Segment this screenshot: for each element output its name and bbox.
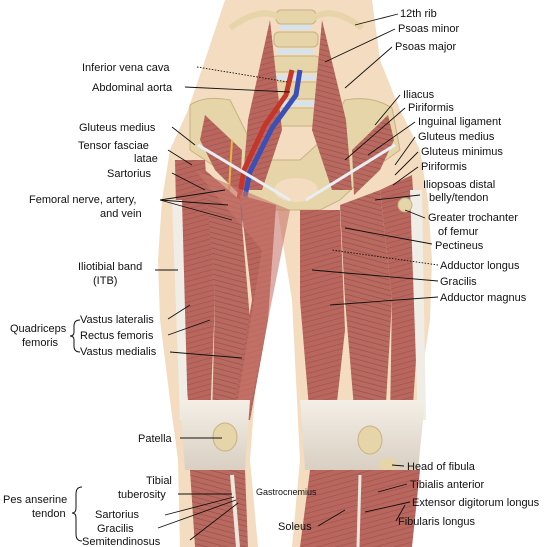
label-piriformis-top: Piriformis [408, 102, 454, 114]
label-pes-anserine-1: Pes anserine [3, 494, 67, 506]
label-tibialis-anterior: Tibialis anterior [410, 479, 485, 491]
label-iliacus: Iliacus [403, 89, 435, 101]
label-femoral-1: Femoral nerve, artery, [29, 194, 136, 206]
label-tibial: Tibial [146, 475, 172, 487]
label-gracilis-right: Gracilis [440, 276, 477, 288]
label-tensor-fasciae: Tensor fasciae [78, 140, 149, 152]
pes-anserine-brace [71, 486, 83, 542]
label-iliopsoas-1: Iliopsoas distal [423, 179, 495, 191]
label-adductor-longus: Adductor longus [440, 260, 520, 272]
label-tuberosity: tuberosity [118, 489, 166, 501]
label-head-of-fibula: Head of fibula [407, 461, 476, 473]
label-pes-anserine-2: tendon [32, 508, 66, 520]
leader-lines [155, 13, 439, 541]
inguinal-ligament-left [197, 143, 291, 202]
label-rectus-femoris: Rectus femoris [80, 330, 154, 342]
label-piriformis-right: Piriformis [421, 161, 467, 173]
label-psoas-major: Psoas major [395, 41, 456, 53]
label-vastus-medialis: Vastus medialis [80, 346, 157, 358]
label-fibularis-longus: Fibularis longus [398, 516, 476, 528]
greater-trochanter [397, 197, 413, 213]
label-gluteus-medius-left: Gluteus medius [79, 122, 156, 134]
label-sartorius-bottom: Sartorius [95, 509, 140, 521]
label-gastrocnemius: Gastrocnemius [256, 487, 317, 497]
knees [180, 400, 425, 472]
label-vastus-lateralis: Vastus lateralis [80, 314, 154, 326]
label-quadriceps-1: Quadriceps [10, 323, 67, 335]
label-iliotibial-1: Iliotibial band [78, 261, 142, 273]
label-quadriceps-2: femoris [22, 337, 59, 349]
label-iliotibial-2: (ITB) [93, 275, 117, 287]
label-abdominal-aorta: Abdominal aorta [92, 82, 173, 94]
label-gluteus-minimus: Gluteus minimus [421, 146, 503, 158]
label-latae: latae [134, 153, 158, 165]
label-sartorius-left: Sartorius [107, 168, 152, 180]
label-psoas-minor: Psoas minor [398, 23, 459, 35]
label-semitendinosus: Semitendinosus [82, 536, 161, 547]
label-greater-trochanter-2: of femur [438, 226, 479, 238]
label-femoral-2: and vein [100, 208, 142, 220]
inguinal-ligament-right [305, 143, 396, 202]
label-inferior-vena-cava: Inferior vena cava [82, 62, 170, 74]
label-greater-trochanter-1: Greater trochanter [428, 212, 518, 224]
lower-legs [190, 470, 420, 547]
label-iliopsoas-2: belly/tendon [429, 192, 488, 204]
label-inguinal-ligament: Inguinal ligament [418, 116, 501, 128]
label-12th-rib: 12th rib [400, 8, 437, 20]
label-gluteus-medius-right: Gluteus medius [418, 131, 495, 143]
label-extensor-digitorum: Extensor digitorum longus [412, 497, 540, 509]
label-adductor-magnus: Adductor magnus [440, 292, 527, 304]
label-soleus: Soleus [278, 521, 312, 533]
quadriceps-brace [69, 319, 81, 353]
label-gracilis-bottom: Gracilis [97, 523, 134, 535]
label-patella: Patella [138, 433, 173, 445]
label-pectineus: Pectineus [435, 240, 484, 252]
labels: 12th rib Psoas minor Psoas major Inferio… [3, 8, 540, 547]
